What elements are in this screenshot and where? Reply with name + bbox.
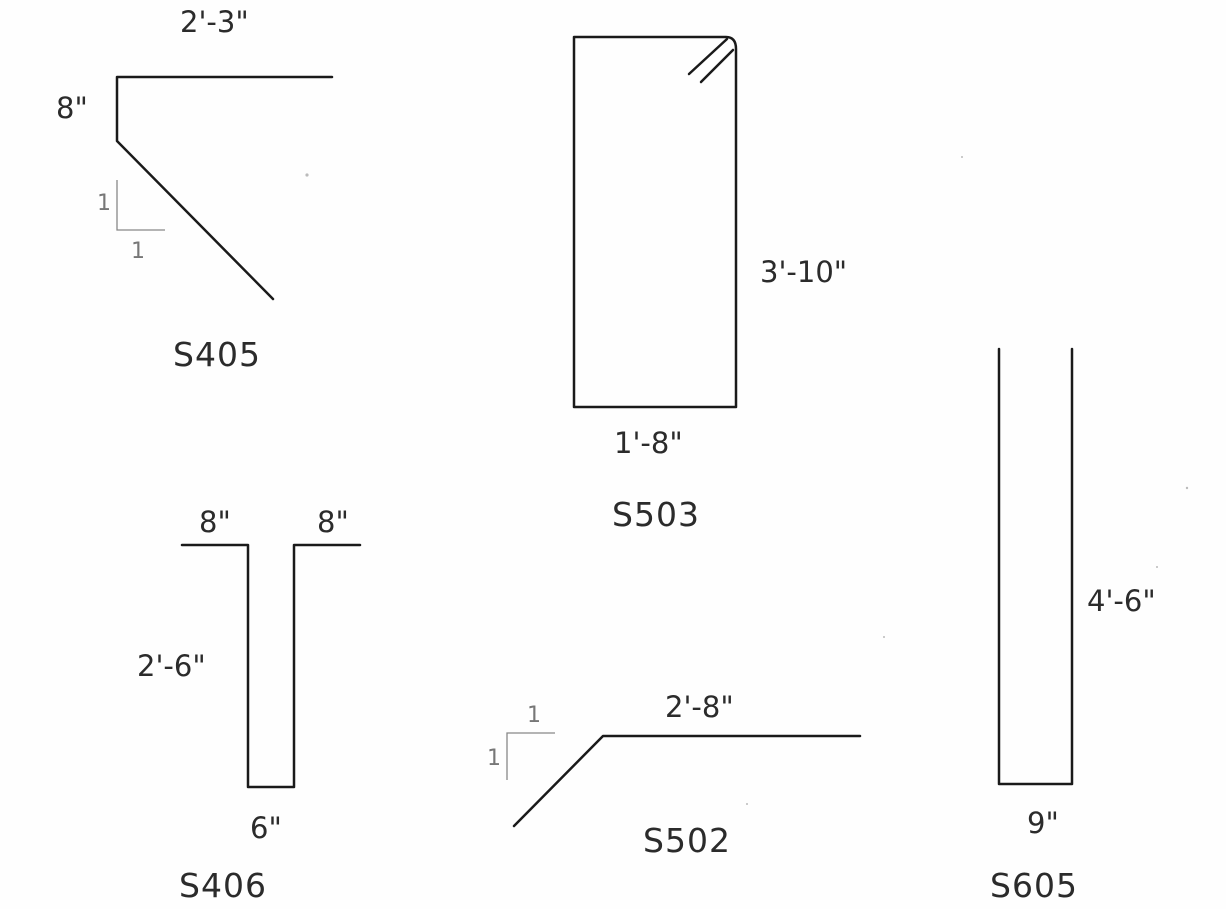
bar-s405-dim-top: 2'-3" xyxy=(180,5,249,39)
bar-s502-mark: S502 xyxy=(643,821,731,860)
bar-s502-shape xyxy=(512,734,862,828)
bar-s406-dim-depth: 2'-6" xyxy=(137,649,206,683)
bar-s605-dim-width: 9" xyxy=(1027,806,1059,840)
bar-s405-slope-triangle xyxy=(116,180,165,231)
bar-s502: 1 1 2'-8" S502 xyxy=(487,690,862,860)
bar-s605: 4'-6" 9" S605 xyxy=(990,347,1156,905)
bar-s503-hook-mark-1 xyxy=(687,37,729,76)
bar-s502-slope-triangle xyxy=(506,732,555,780)
bar-s405-slope-run: 1 xyxy=(131,239,145,264)
bar-s406-shape xyxy=(180,543,362,789)
bar-s502-slope-run: 1 xyxy=(527,703,541,728)
bar-s503-dim-width: 1'-8" xyxy=(614,426,683,460)
bar-s406-dim-right-leg: 8" xyxy=(317,505,349,539)
bar-s405-dim-leg: 8" xyxy=(56,91,88,125)
bar-s503: 3'-10" 1'-8" S503 xyxy=(572,35,847,534)
bar-s503-dim-height: 3'-10" xyxy=(760,255,847,289)
bar-s406: 8" 8" 2'-6" 6" S406 xyxy=(137,505,362,905)
bar-s503-hook-mark-2 xyxy=(699,48,735,84)
bar-s605-shape xyxy=(997,347,1074,786)
scan-specks xyxy=(305,156,1189,805)
bar-s406-dim-left-leg: 8" xyxy=(199,505,231,539)
bar-s503-shape xyxy=(572,35,738,409)
bar-s405: 1 1 2'-3" 8" S405 xyxy=(56,5,334,374)
bar-s502-slope-rise: 1 xyxy=(487,746,501,771)
bar-s406-dim-bottom: 6" xyxy=(250,811,282,845)
bar-s503-mark: S503 xyxy=(612,495,700,534)
bar-s406-mark: S406 xyxy=(179,866,267,905)
bar-s502-dim-straight: 2'-8" xyxy=(665,690,734,724)
bar-s405-shape xyxy=(115,75,334,301)
bar-s405-slope-rise: 1 xyxy=(97,191,111,216)
bar-s405-mark: S405 xyxy=(173,335,261,374)
bar-s605-dim-height: 4'-6" xyxy=(1087,584,1156,618)
bar-s605-mark: S605 xyxy=(990,866,1078,905)
